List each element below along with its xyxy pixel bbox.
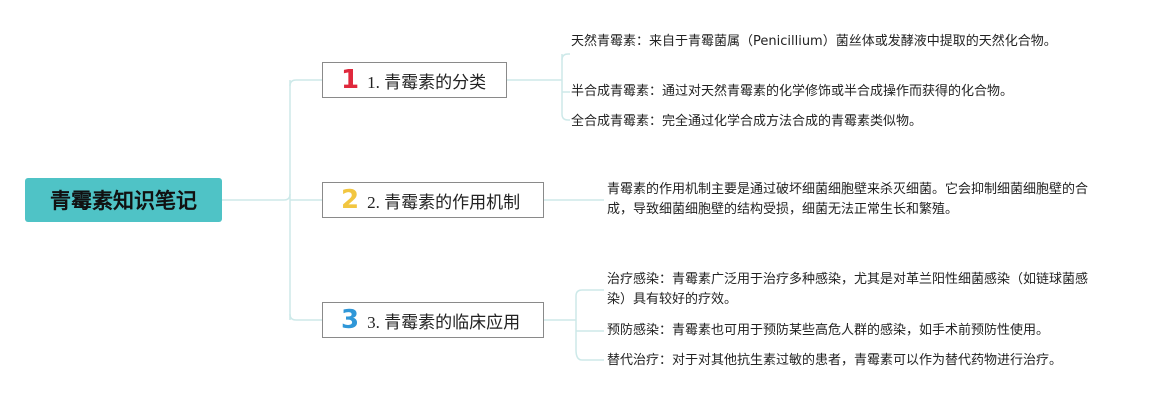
root-title: 青霉素知识笔记: [50, 189, 197, 213]
number-3-badge: 3: [341, 305, 360, 335]
branch-mechanism[interactable]: 2 2. 青霉素的作用机制: [322, 182, 544, 218]
branch-classification[interactable]: 1 1. 青霉素的分类: [322, 62, 507, 98]
leaf-mechanism: 青霉素的作用机制主要是通过破坏细菌细胞壁来杀灭细菌。它会抑制细菌细胞壁的合成，导…: [607, 182, 1089, 217]
leaf-prevent-infection: 预防感染：青霉素也可用于预防某些高危人群的感染，如手术前预防性使用。: [607, 323, 1050, 338]
leaf-semisynthetic-penicillin: 半合成青霉素：通过对天然青霉素的化学修饰或半合成操作而获得的化合物。: [571, 84, 1014, 99]
branch-label: 2. 青霉素的作用机制: [367, 192, 521, 212]
branch-label: 3. 青霉素的临床应用: [367, 312, 521, 332]
number-2-badge: 2: [341, 185, 360, 215]
branch-clinical-use[interactable]: 3 3. 青霉素的临床应用: [322, 302, 544, 338]
leaf-alternative-treatment: 替代治疗：对于对其他抗生素过敏的患者，青霉素可以作为替代药物进行治疗。: [607, 353, 1063, 368]
number-1-badge: 1: [341, 65, 360, 95]
branch-label: 1. 青霉素的分类: [367, 72, 487, 92]
leaf-synthetic-penicillin: 全合成青霉素：完全通过化学合成方法合成的青霉素类似物。: [571, 114, 923, 129]
leaf-treat-infection: 治疗感染：青霉素广泛用于治疗多种感染，尤其是对革兰阳性细菌感染（如链球菌感染）具…: [607, 272, 1089, 307]
root-node[interactable]: 青霉素知识笔记: [25, 178, 222, 222]
leaf-natural-penicillin: 天然青霉素：来自于青霉菌属（Penicillium）菌丝体或发酵液中提取的天然化…: [571, 34, 1057, 49]
